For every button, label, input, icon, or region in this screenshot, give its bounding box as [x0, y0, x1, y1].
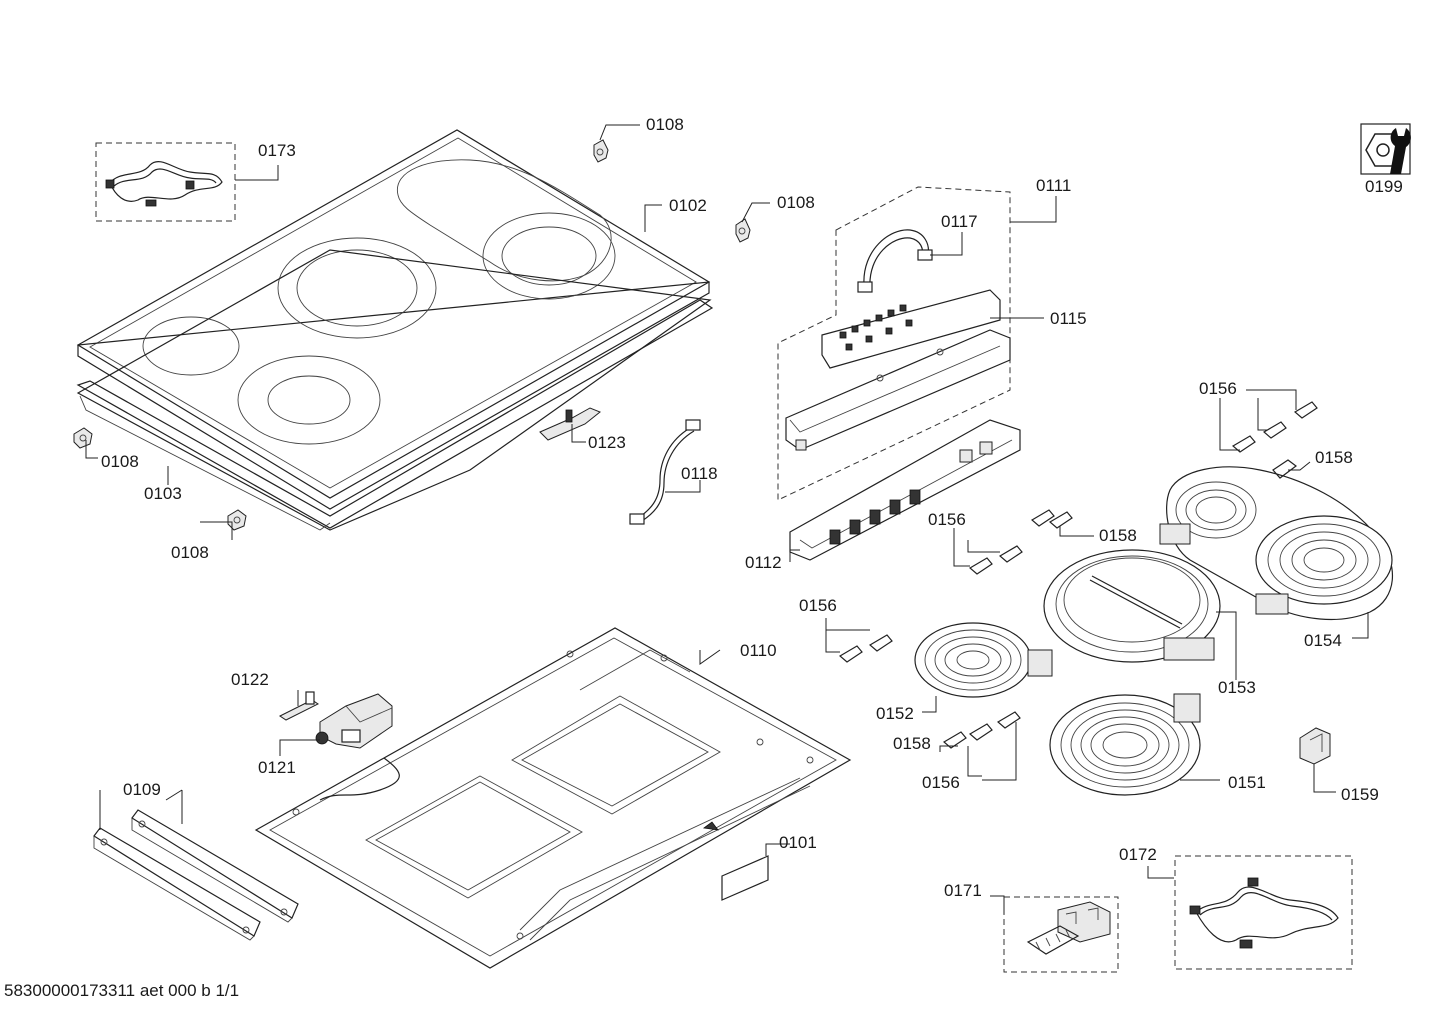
- cable-harness-0172[interactable]: [1189, 877, 1339, 949]
- label-0158-c: 0158: [893, 734, 931, 753]
- clip-set-0156-lower[interactable]: [942, 711, 1021, 749]
- mounting-rail-0109-a[interactable]: [93, 827, 261, 941]
- label-0158-a: 0158: [1315, 448, 1353, 467]
- label-0173: 0173: [258, 141, 296, 160]
- label-0152: 0152: [876, 704, 914, 723]
- wrench-nut-icon: [1360, 123, 1411, 175]
- label-0153: 0153: [1218, 678, 1256, 697]
- label-0108-a: 0108: [646, 115, 684, 134]
- label-0121: 0121: [258, 758, 296, 777]
- label-0108-d: 0108: [171, 543, 209, 562]
- heating-element-0154[interactable]: [1159, 466, 1393, 621]
- label-0151: 0151: [1228, 773, 1266, 792]
- label-0118: 0118: [681, 464, 718, 483]
- sensor-clip-0123[interactable]: [539, 407, 601, 441]
- bracket-clip-0108-d[interactable]: [227, 509, 247, 531]
- cable-0118[interactable]: [629, 419, 701, 525]
- leader-lines: [85, 124, 1369, 914]
- label-0171: 0171: [944, 881, 982, 900]
- label-0154: 0154: [1304, 631, 1342, 650]
- label-0159: 0159: [1341, 785, 1379, 804]
- label-0108-c: 0108: [101, 452, 139, 471]
- bottom-housing-0110[interactable]: [254, 627, 852, 969]
- heating-element-0151[interactable]: [1049, 693, 1201, 796]
- ribbon-cable-0117[interactable]: [857, 229, 933, 293]
- label-0156-a: 0156: [1199, 379, 1237, 398]
- mounting-bracket-0122[interactable]: [279, 691, 319, 721]
- control-board-0115[interactable]: [785, 289, 1011, 451]
- clip-set-0158-mid[interactable]: [1030, 509, 1073, 529]
- label-0172: 0172: [1119, 845, 1157, 864]
- heating-element-0152[interactable]: [914, 622, 1053, 698]
- label-0156-b: 0156: [928, 510, 966, 529]
- fan-unit-0121[interactable]: [315, 693, 393, 749]
- bracket-clip-0108-a[interactable]: [593, 139, 609, 163]
- label-0199: 0199: [1365, 177, 1403, 196]
- mounting-rail-0109-b[interactable]: [131, 809, 299, 923]
- label-0108-b: 0108: [777, 193, 815, 212]
- power-board-0112[interactable]: [789, 419, 1021, 561]
- label-0156-c: 0156: [799, 596, 837, 615]
- label-0109: 0109: [123, 780, 161, 799]
- label-0156-d: 0156: [922, 773, 960, 792]
- heating-element-0153[interactable]: [1043, 549, 1221, 663]
- clip-set-0156-top[interactable]: [1231, 401, 1318, 453]
- label-0112: 0112: [745, 553, 782, 572]
- holder-0159[interactable]: [1299, 727, 1331, 765]
- rating-plate-0101[interactable]: [721, 855, 769, 901]
- label-0103: 0103: [144, 484, 182, 503]
- label-0122: 0122: [231, 670, 269, 689]
- label-0102: 0102: [669, 196, 707, 215]
- gasket-frame[interactable]: [76, 249, 714, 531]
- clip-set-0156-mid[interactable]: [968, 545, 1023, 575]
- label-0110: 0110: [740, 641, 777, 660]
- label-0123: 0123: [588, 433, 626, 452]
- clip-0158-top[interactable]: [1272, 459, 1297, 479]
- label-0101: 0101: [779, 833, 817, 852]
- ceramic-glass-top[interactable]: [76, 129, 711, 510]
- label-0158-b: 0158: [1099, 526, 1137, 545]
- label-0117: 0117: [941, 212, 978, 231]
- label-0111: 0111: [1036, 176, 1071, 195]
- bracket-clip-0108-c[interactable]: [73, 427, 93, 449]
- cable-harness-0173[interactable]: [105, 161, 223, 207]
- clip-set-0156-left[interactable]: [838, 634, 893, 663]
- terminal-block-0171[interactable]: [1026, 901, 1111, 955]
- label-0115: 0115: [1050, 309, 1087, 328]
- document-footer: 58300000173311 aet 000 b 1/1: [4, 981, 240, 1000]
- bracket-clip-0108-b[interactable]: [735, 218, 751, 243]
- part-number-labels: 0173 0108 0102 0108 0111 0117 0115 0199 …: [101, 115, 1403, 900]
